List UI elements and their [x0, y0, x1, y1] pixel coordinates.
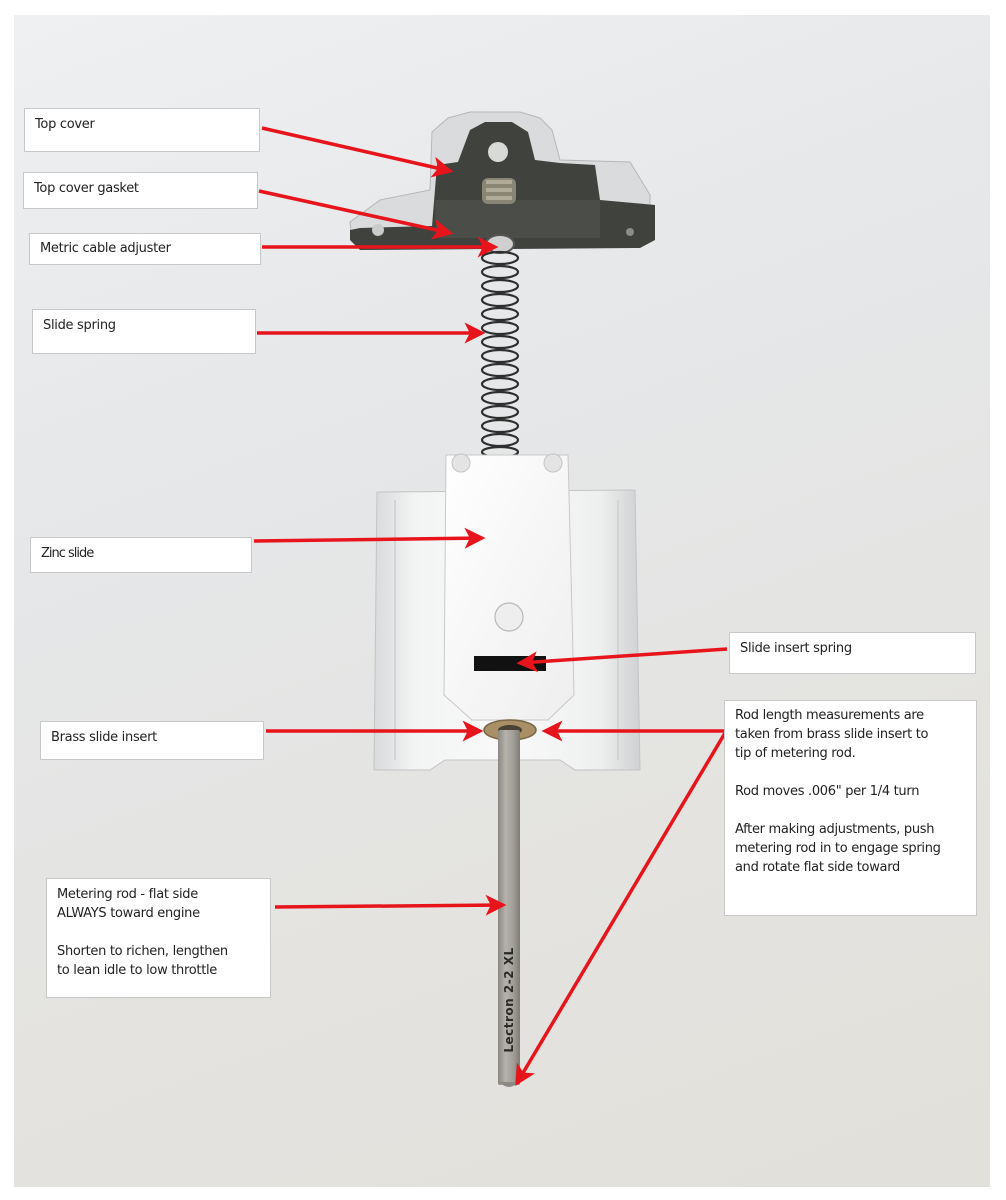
label-slide-spring: Slide spring [32, 309, 256, 354]
rod-marking: Lectron 2-2 XL [502, 947, 516, 1053]
label-metric-cable-adjuster: Metric cable adjuster [29, 233, 261, 265]
metering-rod-line-3: Shorten to richen, lengthen [57, 944, 228, 959]
label-rod-length-note: Rod length measurements are taken from b… [724, 700, 977, 916]
note-line-5: After making adjustments, push [735, 822, 935, 837]
zinc-slide-part [443, 453, 575, 741]
top-cover-part [349, 111, 655, 254]
note-line-4: Rod moves .006" per 1/4 turn [735, 784, 920, 799]
label-slide-spring-text: Slide spring [43, 318, 116, 333]
note-line-1: Rod length measurements are [735, 708, 924, 723]
slide-spring-part [480, 250, 520, 459]
slide-insert-spring-slot [474, 656, 546, 671]
metering-rod-line-2: ALWAYS toward engine [57, 906, 200, 921]
metering-rod-line-1: Metering rod - flat side [57, 887, 198, 902]
label-slide-insert-spring-text: Slide insert spring [740, 641, 852, 656]
label-top-cover-text: Top cover [35, 117, 95, 132]
label-top-cover: Top cover [24, 108, 260, 152]
metering-rod-part [498, 730, 520, 1087]
note-line-2: taken from brass slide insert to [735, 727, 929, 742]
label-top-cover-gasket: Top cover gasket [23, 172, 258, 209]
note-line-7: and rotate flat side toward [735, 860, 900, 875]
note-line-6: metering rod in to engage spring [735, 841, 941, 856]
label-top-cover-gasket-text: Top cover gasket [34, 181, 139, 196]
label-zinc-slide: Zinc slide [30, 537, 252, 573]
note-line-3: tip of metering rod. [735, 746, 856, 761]
label-zinc-slide-text: Zinc slide [41, 546, 94, 561]
label-slide-insert-spring: Slide insert spring [729, 632, 976, 674]
label-metric-cable-adjuster-text: Metric cable adjuster [40, 241, 171, 256]
metering-rod-line-4: to lean idle to low throttle [57, 963, 218, 978]
label-brass-slide-insert: Brass slide insert [40, 721, 264, 760]
label-metering-rod: Metering rod - flat side ALWAYS toward e… [46, 878, 271, 998]
label-brass-slide-insert-text: Brass slide insert [51, 730, 157, 745]
